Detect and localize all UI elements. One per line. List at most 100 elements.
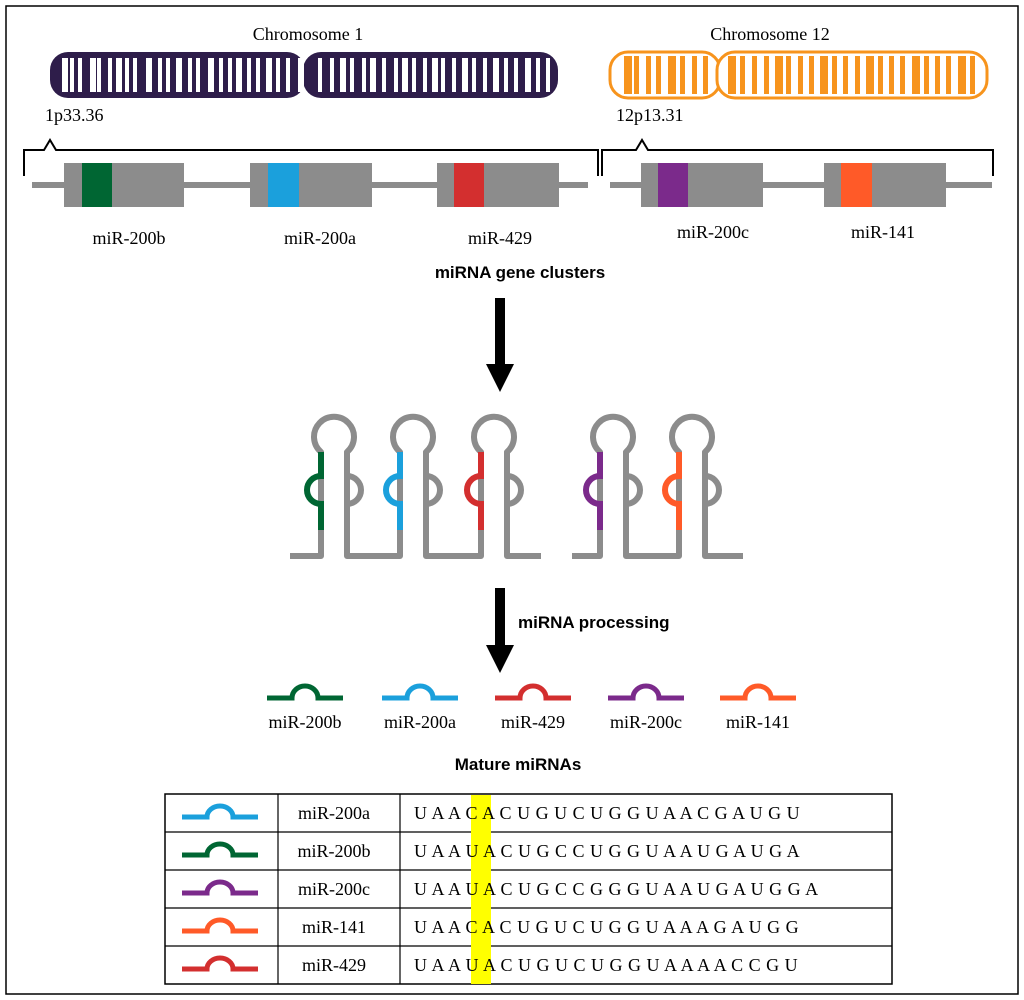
chromosome-1-band [525,58,531,92]
row-sequence: U A A C A C U G U C U G G U A A C G A U … [414,803,800,823]
mature-mirna-mir-200c: miR-200c [608,683,684,732]
chromosome-12-band [680,56,685,94]
chromosome-1-band [504,58,508,92]
chromosome-1-band [108,58,112,92]
chromosome-1-band [266,58,272,92]
row-sequence: U A A U A C U G C C G G G U A A U G A U … [414,879,819,899]
gene-label-mir-200b: miR-200b [92,228,165,248]
chromosome-1-ideogram [50,52,558,98]
chromosome-1-band [90,58,96,92]
chromosome-12-band [820,56,828,94]
chromosome-12-band [843,56,848,94]
highlighted-nucleotide: U [466,955,480,975]
table-row: miR-200a U A A C A C U G U C U G G U A A … [182,803,800,823]
chromosome-1-band [536,58,540,92]
hairpin-mir-429-mature-strand [464,452,484,530]
row-mirna-name: miR-200c [298,879,370,899]
chromosome-12-band [646,56,651,94]
chromosome-1-band [158,58,162,92]
chromosome-12-band [692,56,697,94]
chromosome-12-band [624,56,632,94]
chromosome-12-band [878,56,883,94]
chromosome-1-band [116,58,122,92]
chromosome-1-band [125,58,129,92]
row-mirna-name: miR-429 [302,955,366,975]
mature-mirna-glyph [267,683,343,701]
chromosome-12-band [912,56,920,94]
chromosome-1-band [382,58,386,92]
row-mirna-name: miR-200a [298,803,370,823]
gene-label-mir-141: miR-141 [851,222,915,242]
cluster-caption: miRNA gene clusters [435,263,605,282]
chromosome-1-title: Chromosome 1 [253,24,364,44]
chromosome-12-band [728,56,736,94]
highlight-column [471,795,491,984]
gene-mir-200a [250,163,372,207]
chromosome-1-band-label: 1p33.36 [45,105,104,125]
chromosome-1-band [146,58,152,92]
chromosome-12-ideogram [608,50,989,100]
cluster-2-bracket [601,138,994,176]
gene-mir-200b [64,163,184,207]
row-sequence: U A A C A C U G U C U G G U A A A G A U … [414,917,799,937]
row-mirna-glyph [182,841,258,858]
chromosome-1-band [514,58,518,92]
chromosome-1-band [452,58,456,92]
mature-mirna-mir-200a: miR-200a [382,683,458,732]
gene-mir-200c [641,163,763,207]
row-mirna-glyph [182,879,258,896]
table-row: miR-141 U A A C A C U G U C U G G U A A A… [182,917,799,937]
chromosome-12-band [752,56,757,94]
mature-mirna-mir-141: miR-141 [720,683,796,732]
chromosome-1-band [340,58,346,92]
mature-mirna-label: miR-200b [268,712,341,732]
chromosome-1-band [441,58,445,92]
chromosome-1-band [247,58,251,92]
mature-mirna-glyph [382,683,458,701]
chromosome-1-band [78,58,82,92]
highlighted-nucleotide: C [466,917,479,937]
row-mirna-name: miR-141 [302,917,366,937]
down-arrow-1 [486,298,514,392]
hairpin-mir-200c-mature-strand [583,452,603,530]
chromosome-12-band [832,56,837,94]
chromosome-1-band [228,58,232,92]
chromosome-1-band [546,58,550,92]
mature-mirna-glyph [495,683,571,701]
chromosome-1-band [286,58,290,92]
chromosome-12-band [900,56,905,94]
chromosome-1-band [166,58,170,92]
row-mirna-glyph [182,803,258,820]
chromosome-12-band [798,56,803,94]
mature-caption: Mature miRNAs [455,755,582,774]
hairpin-mir-200b-mature-strand [304,452,324,530]
chromosome-12-band [775,56,783,94]
highlighted-nucleotide: U [466,841,480,861]
row-mirna-glyph [182,917,258,934]
mature-mirna-label: miR-200a [384,712,456,732]
chromosome-1-band [62,58,68,92]
chromosome-1-band [196,58,200,92]
chromosome-1-band [276,58,280,92]
chromosome-1-band [219,58,223,92]
chromosome-12-band [946,56,951,94]
chromosome-1-band [370,58,376,92]
chromosome-12-band [656,56,661,94]
chromosome-12-band [855,56,860,94]
sequence-table: miR-200a U A A C A C U G U C U G G U A A … [164,793,893,985]
processing-label: miRNA processing [518,613,669,632]
mature-mirna-label: miR-200c [610,712,682,732]
chromosome-1-band [70,58,74,92]
chromosome-1-band [394,58,398,92]
table-row: miR-200c U A A U A C U G C C G G G U A A … [182,879,819,899]
hairpin-mir-200a-mature-strand [383,452,403,530]
chromosome-1-band [256,58,260,92]
chromosome-12-band [809,56,814,94]
chromosome-1-band [362,58,366,92]
row-mirna-name: miR-200b [297,841,370,861]
mature-mirna-glyph [608,683,684,701]
chromosome-1-band [483,58,487,92]
